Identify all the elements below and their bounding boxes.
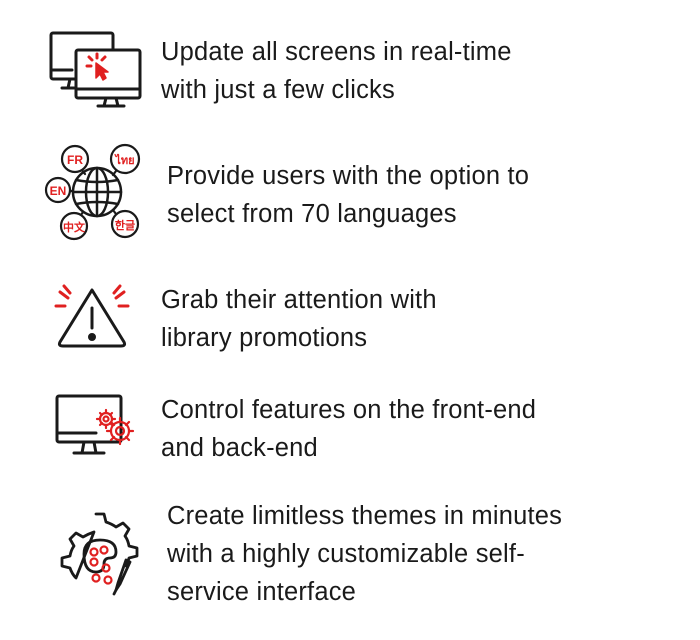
feature-text-line: Control features on the front-end <box>161 396 537 424</box>
globe-languages-icon: FR ไทย EN 中文 한글 <box>44 143 145 242</box>
language-badge: EN <box>50 184 67 198</box>
language-badge: 中文 <box>63 220 86 234</box>
feature-text-line: Grab their attention with <box>161 286 437 314</box>
feature-text-line: with just a few clicks <box>161 76 395 104</box>
monitor-gears-icon <box>54 393 138 461</box>
warning-alert-icon <box>54 284 130 348</box>
feature-text: Provide users with the option to select … <box>167 157 529 233</box>
monitors-click-icon <box>48 30 143 110</box>
feature-text: Grab their attention with library promot… <box>161 281 437 357</box>
gear-palette-icon <box>58 510 144 596</box>
feature-text-line: Update all screens in real-time <box>161 38 512 66</box>
feature-text: Control features on the front-end and ba… <box>161 391 536 467</box>
feature-text-line: Create limitless themes in minutes <box>167 502 563 530</box>
language-badge: 한글 <box>115 218 135 232</box>
feature-text-line: Provide users with the option to <box>167 162 530 190</box>
language-badge: FR <box>67 153 83 167</box>
feature-text-line: library promotions <box>161 324 368 352</box>
feature-text-line: with a highly customizable self- <box>167 540 525 568</box>
feature-text: Update all screens in real-time with jus… <box>161 33 512 109</box>
feature-text-line: select from 70 languages <box>167 200 457 228</box>
language-badge: ไทย <box>113 153 134 167</box>
feature-text-line: service interface <box>167 578 357 606</box>
feature-text: Create limitless themes in minutes with … <box>167 497 562 611</box>
feature-text-line: and back-end <box>161 434 318 462</box>
